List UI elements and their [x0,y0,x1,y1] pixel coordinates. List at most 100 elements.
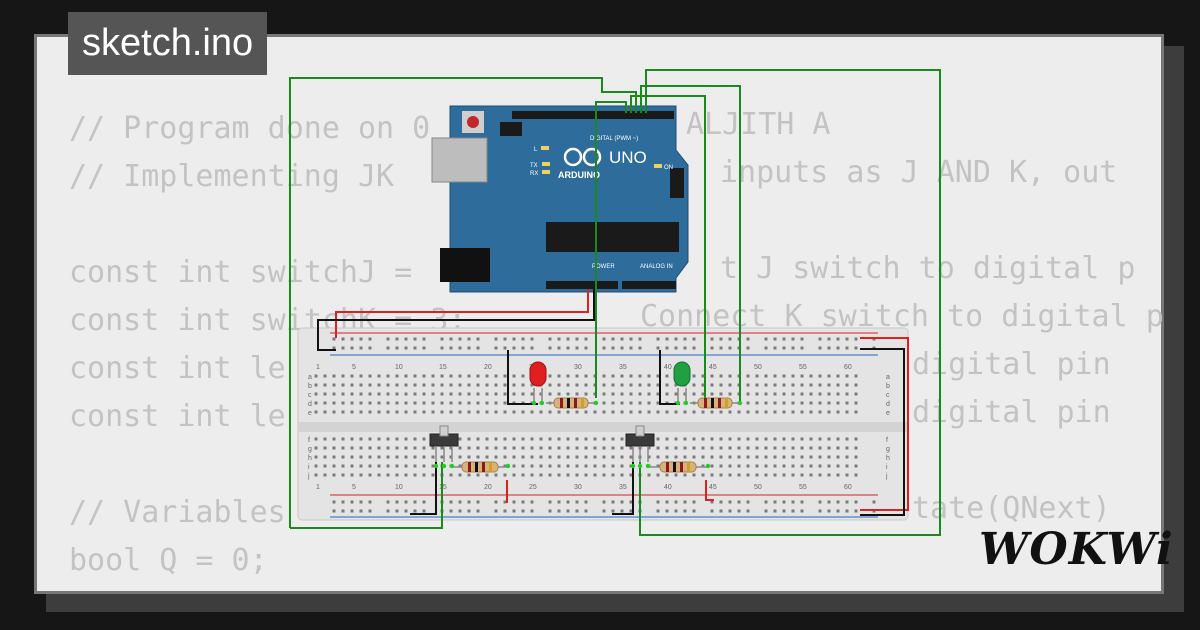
breadboard-hole [413,392,417,396]
breadboard-hole [647,383,651,387]
wire-red[interactable] [335,289,589,338]
breadboard-hole [404,473,408,477]
wire-green[interactable] [640,85,741,403]
breadboard-hole [782,337,786,341]
resistor[interactable] [546,397,596,409]
breadboard-hole [719,464,723,468]
breadboard-hole [503,455,507,459]
arduino-logo-icon [563,147,602,167]
wire-red[interactable] [860,337,909,511]
code-fragment: t J switch to digital p [720,251,1135,286]
breadboard-hole [350,464,354,468]
breadboard-hole [503,509,507,513]
breadboard-hole [728,464,732,468]
row-letter: j [307,473,310,480]
breadboard-hole [530,473,534,477]
breadboard-hole [359,500,363,504]
breadboard-hole [773,374,777,378]
breadboard-hole [548,383,552,387]
breadboard-hole [458,401,462,405]
slide-switch-k[interactable] [625,425,655,462]
breadboard-hole [728,392,732,396]
breadboard-hole [539,446,543,450]
breadboard-hole [755,437,759,441]
breadboard-hole [494,473,498,477]
breadboard-hole [818,500,822,504]
breadboard-hole [809,374,813,378]
breadboard-hole [809,437,813,441]
breadboard-hole [485,401,489,405]
breadboard-hole [746,446,750,450]
resistor[interactable] [650,461,708,473]
breadboard-hole [692,500,696,504]
wire-black[interactable] [317,289,595,351]
breadboard-hole [854,500,858,504]
breadboard-hole [566,455,570,459]
breadboard-hole [350,401,354,405]
breadboard-hole [422,374,426,378]
breadboard-hole [674,500,678,504]
l-led-label: L [534,147,538,153]
arduino-uno-board[interactable]: UNO ARDUINO DIGITAL (PWM ~) POWER ANALOG… [431,105,689,293]
breadboard-hole [791,374,795,378]
breadboard-hole [494,509,498,513]
breadboard-hole [611,401,615,405]
wire-black[interactable] [659,350,680,405]
breadboard-hole [368,392,372,396]
breadboard-hole [575,464,579,468]
column-number: 60 [844,484,852,491]
breadboard-hole [341,464,345,468]
breadboard-hole [764,473,768,477]
wire-black[interactable] [612,462,634,515]
column-number: 45 [709,364,717,371]
breadboard-hole [521,374,525,378]
breadboard-hole [449,346,453,350]
breadboard-hole [755,401,759,405]
tx-led-label: TX [530,163,538,169]
switch-knob[interactable] [439,425,449,437]
breadboard-hole [728,383,732,387]
wire-black[interactable] [410,462,437,515]
breadboard-hole [548,410,552,414]
breadboard-hole [575,473,579,477]
led-red[interactable] [529,361,547,402]
breadboard-hole [800,437,804,441]
breadboard-hole [836,437,840,441]
file-tab[interactable]: sketch.ino [68,12,268,75]
breadboard-hole [665,500,669,504]
breadboard-hole [422,464,426,468]
wire-black[interactable] [860,348,905,516]
breadboard-hole [827,500,831,504]
wire-green[interactable] [290,462,443,529]
breadboard-hole [368,401,372,405]
resistor[interactable] [452,461,508,473]
breadboard-hole [719,337,723,341]
code-fragment: digital pin [912,347,1111,382]
breadboard-hole [422,392,426,396]
wire-green[interactable] [639,69,941,536]
breadboard-hole [332,346,336,350]
breadboard-hole [836,392,840,396]
breadboard-hole [323,383,327,387]
wire-red[interactable] [705,480,714,501]
wire-green[interactable] [595,101,627,398]
breadboard-hole [539,410,543,414]
breadboard-hole [548,446,552,450]
column-number: 40 [664,364,672,371]
row-letter: a [308,374,312,381]
breadboard-hole [332,437,336,441]
resistor[interactable] [690,397,740,409]
breadboard-hole [809,464,813,468]
led-green[interactable] [673,361,691,402]
breadboard-hole [683,346,687,350]
wire-black[interactable] [507,350,538,405]
wire-green[interactable] [630,95,706,400]
breadboard-hole [530,509,534,513]
breadboard-hole [773,346,777,350]
breadboard-hole [701,446,705,450]
breadboard-hole [530,500,534,504]
breadboard-hole [701,410,705,414]
switch-knob[interactable] [635,425,645,437]
slide-switch-j[interactable] [429,425,459,462]
breadboard-hole [548,464,552,468]
